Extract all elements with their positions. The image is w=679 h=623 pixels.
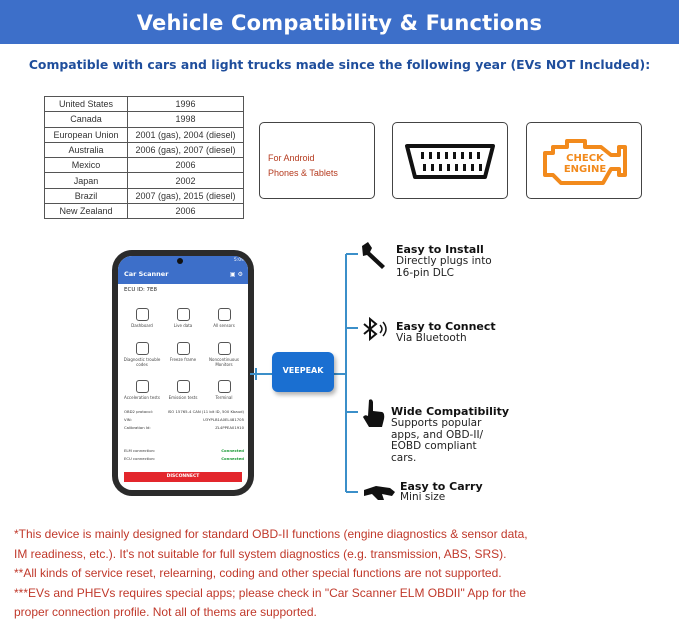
clipboard-icon: [217, 342, 231, 355]
feature-desc-connect: Via Bluetooth: [396, 332, 467, 344]
menu-freeze-frame[interactable]: Freeze frame: [163, 342, 203, 362]
menu-emission[interactable]: Emission tests: [163, 380, 203, 400]
check-engine-line-1: CHECK: [566, 153, 604, 164]
vin-row: VIN:U3YPLB1A0EL481705: [124, 417, 244, 422]
terminal-icon: [217, 380, 231, 393]
feature-title-install: Easy to Install: [396, 243, 484, 256]
menu-live-data[interactable]: Live data: [163, 308, 203, 328]
flask-icon: [176, 380, 190, 393]
menu-monitors[interactable]: Noncontinuous Monitors: [204, 342, 244, 367]
note-line-3: **All kinds of service reset, relearning…: [14, 566, 502, 580]
check-engine-box: CHECK ENGINE: [526, 122, 642, 199]
list-icon: [217, 308, 231, 321]
menu-all-sensors[interactable]: All sensors: [204, 308, 244, 328]
wrench-icon: [362, 242, 385, 269]
disconnect-button[interactable]: DISCONNECT: [124, 472, 242, 482]
obd-connector-icon: [405, 144, 495, 179]
menu-acceleration[interactable]: Acceleration tests: [122, 380, 162, 400]
note-line-1: *This device is mainly designed for stan…: [14, 527, 528, 541]
elm-connection-row: ELM connection:Connected: [124, 448, 244, 453]
compatibility-subtitle: Compatible with cars and light trucks ma…: [28, 57, 651, 72]
menu-trouble-codes[interactable]: Diagnostic trouble codes: [122, 342, 162, 367]
settings-icon[interactable]: ▣ ⚙: [229, 271, 243, 278]
note-line-2: IM readiness, etc.). It's not suitable f…: [14, 546, 507, 561]
graph-icon: [176, 308, 190, 321]
feature-title-connect: Easy to Connect: [396, 320, 496, 333]
camera: [177, 258, 183, 264]
menu-terminal[interactable]: Terminal: [204, 380, 244, 400]
obd-adapter: VEEPEAK: [272, 352, 334, 392]
note-line-4: ***EVs and PHEVs requires special apps; …: [14, 585, 527, 600]
engine-icon: [135, 342, 149, 355]
hand-pointer-icon: [363, 399, 385, 427]
phone-screen: 5:09 Car Scanner ▣ ⚙ ECU ID: 7E8 Dashboa…: [118, 256, 248, 490]
adapter-brand: VEEPEAK: [282, 366, 324, 375]
dashboard-icon: [135, 308, 149, 321]
feature-title-compat: Wide Compatibility: [391, 405, 510, 418]
footnotes: *This device is mainly designed for stan…: [14, 525, 674, 623]
save-icon: [176, 342, 190, 355]
ecu-connection-row: ECU connection:Connected: [124, 456, 244, 461]
status-bar: 5:09: [118, 256, 248, 265]
note-line-5: proper connection profile. Not all of th…: [14, 605, 317, 619]
feature-title-carry: Easy to Carry: [400, 480, 483, 493]
android-box: For Android Phones & Tablets: [259, 122, 375, 199]
check-engine-icon: [543, 139, 627, 185]
check-engine-line-2: ENGINE: [563, 164, 607, 175]
feature-desc-compat: Supports popular apps, and OBD-II/ EOBD …: [391, 417, 484, 464]
calibration-row: Calibration Id:ZL4PPEA01910: [124, 425, 244, 430]
phone-mockup: 5:09 Car Scanner ▣ ⚙ ECU ID: 7E8 Dashboa…: [112, 250, 254, 496]
android-line-1: For Android: [268, 153, 315, 163]
bluetooth-icon: [363, 317, 387, 342]
connector-diagram: [250, 253, 358, 493]
obd-protocol-row: OBD2 protocol:ISO 15765-4 CAN (11 bit ID…: [124, 409, 244, 414]
obd-port-box: [392, 122, 508, 199]
feature-desc-install: Directly plugs into 16-pin DLC: [396, 255, 492, 279]
ecu-id: ECU ID: 7E8: [124, 287, 158, 293]
app-bar: Car Scanner ▣ ⚙: [118, 265, 248, 284]
hand-carry-icon: [364, 486, 395, 500]
android-line-2: Phones & Tablets: [268, 168, 338, 178]
header-banner: Vehicle Compatibility & Functions: [0, 0, 679, 44]
app-title: Car Scanner: [124, 270, 169, 278]
feature-desc-carry: Mini size: [400, 491, 446, 503]
car-icon: [135, 380, 149, 393]
menu-dashboard[interactable]: Dashboard: [122, 308, 162, 328]
